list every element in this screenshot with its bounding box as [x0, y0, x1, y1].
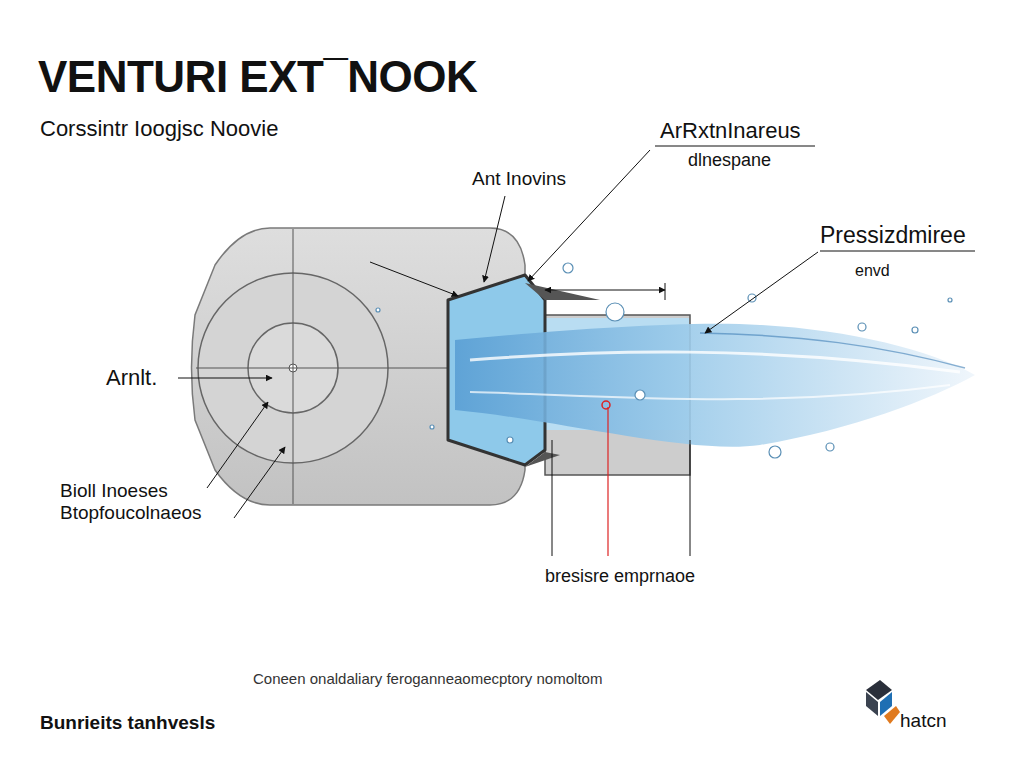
dimension-label: bresisre emprnaoe	[545, 566, 695, 587]
part-label: envd	[855, 262, 890, 280]
part-label: Bioll Inoeses Btopfoucolnaeos	[60, 480, 235, 524]
part-label: Arnlt.	[106, 365, 157, 390]
inlet-lip	[525, 283, 600, 300]
footer-label: Bunrieits tanhvesls	[40, 712, 215, 734]
diagram-caption: Coneen onaldaliary feroganneaomecptory n…	[253, 670, 602, 687]
part-label: Ant Inovins	[472, 168, 566, 190]
logo-text: hatcn	[900, 710, 946, 732]
water-streak	[470, 352, 960, 372]
logo-icon	[866, 680, 900, 724]
inlet-lip	[525, 452, 560, 467]
water-streak	[700, 333, 965, 368]
subtitle: Corssintr Ioogjsc Noovie	[40, 116, 278, 141]
part-label: Pressizdmiree	[820, 222, 966, 248]
diagram-title: VENTURI EXT¯NOOK	[38, 52, 477, 103]
pressure-point	[602, 401, 610, 409]
water-streak	[470, 385, 950, 399]
axis-line	[293, 229, 294, 504]
water-jet	[455, 324, 975, 447]
water-droplets	[376, 263, 952, 458]
part-label: ArRxtnInareus	[660, 118, 801, 143]
leader-lines	[178, 146, 975, 556]
part-label: dlnespane	[688, 150, 771, 171]
pressure-marker	[607, 407, 608, 556]
